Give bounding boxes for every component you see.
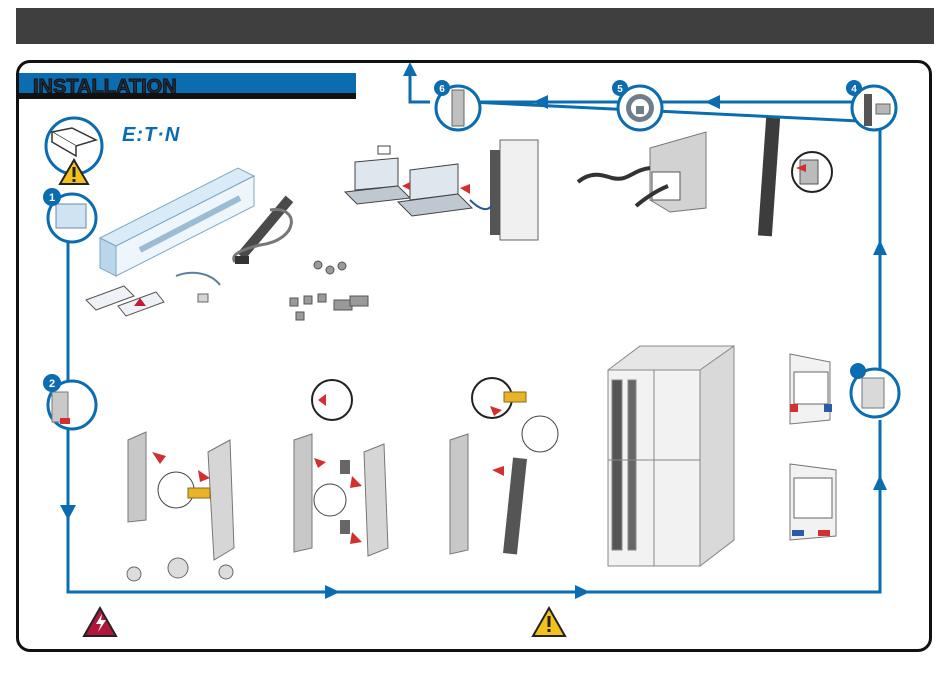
rack-detail-top [790, 354, 832, 424]
rack-cabinet-illustration [608, 346, 734, 566]
hardware-kit-illustration [290, 261, 368, 320]
step-number-4: 4 [851, 84, 857, 95]
step-circle-5: 5 [612, 80, 662, 130]
rack-detail-bottom [790, 464, 836, 540]
mounting-illustration-c [450, 378, 558, 554]
step-circle-4: 4 [846, 80, 896, 130]
mounting-illustration-b [294, 380, 388, 556]
flow-arrows [60, 62, 887, 599]
power-plug-icon [626, 94, 654, 122]
product-box-illustration [86, 168, 293, 316]
step-number-6: 6 [439, 84, 445, 95]
mounting-illustration-a [127, 432, 234, 581]
step-circle-6: 6 [434, 80, 480, 130]
step-number-2: 2 [49, 378, 55, 390]
step-number-1: 1 [49, 192, 55, 204]
flow-path [68, 70, 880, 592]
plug-socket-illustration [578, 132, 706, 212]
step-circle-2: 2 [43, 374, 96, 429]
step-circle-3 [850, 363, 899, 417]
step-number-5: 5 [617, 84, 623, 95]
step-circle-1: 1 [43, 188, 96, 242]
caution-warning-icon [533, 608, 565, 636]
network-setup-illustration [345, 140, 538, 240]
pdu-connect-illustration [758, 118, 832, 237]
electric-shock-warning-icon [84, 608, 116, 636]
